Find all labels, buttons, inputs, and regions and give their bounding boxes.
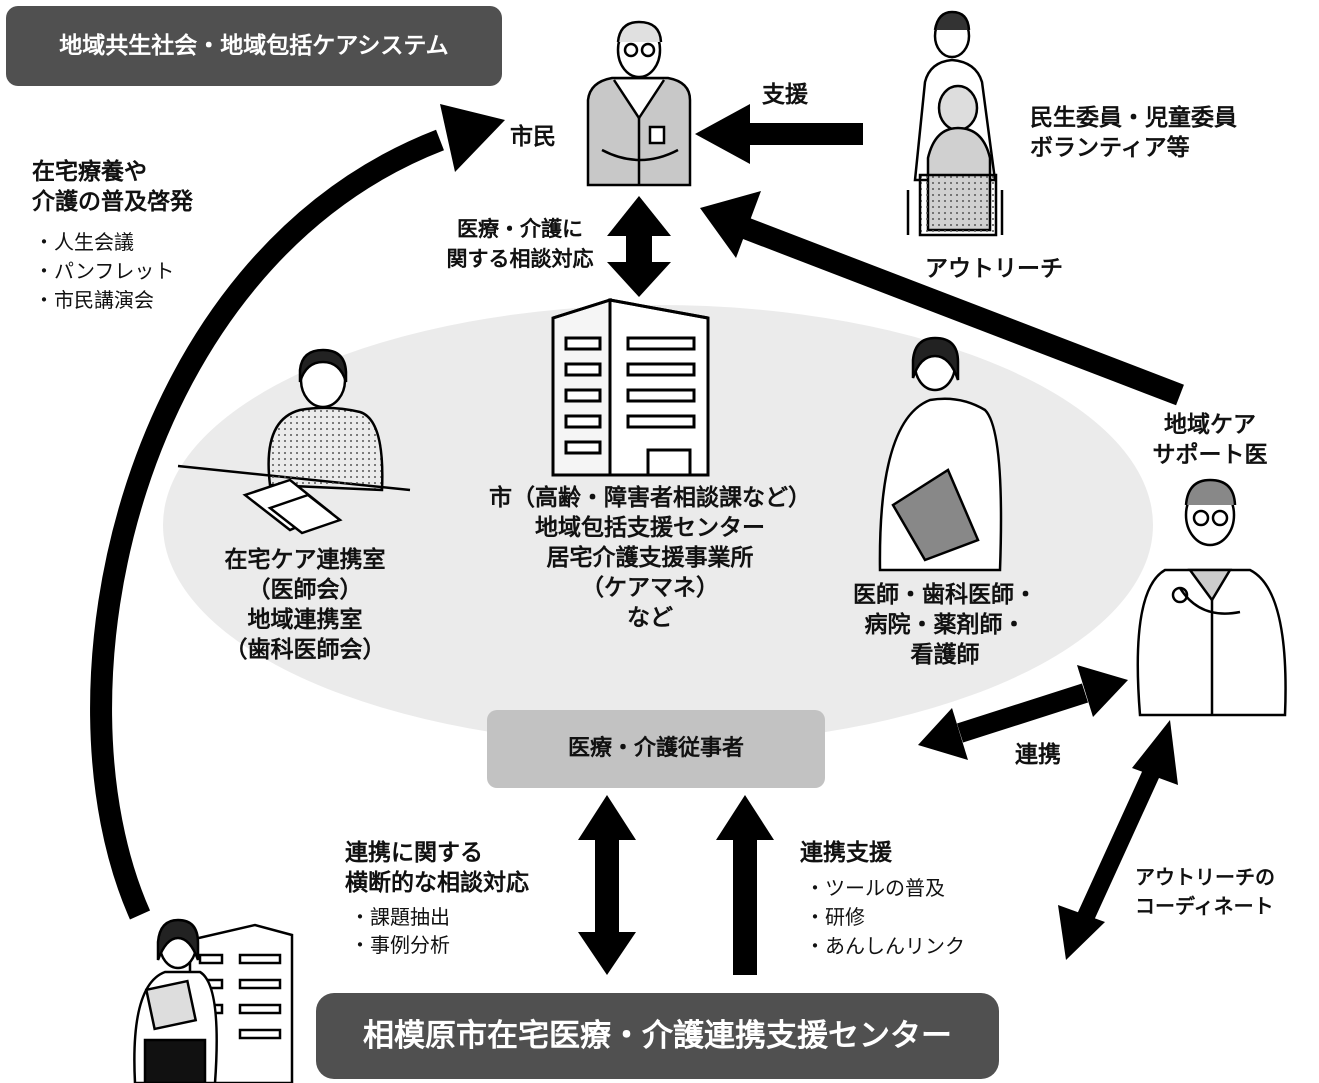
support-doctor-line-2: サポート医 (1152, 442, 1268, 468)
promotion-curve-arrow (90, 129, 444, 920)
care-network-ellipse (163, 305, 1153, 745)
right-org-line-3: 看護師 (910, 642, 980, 668)
coop-support-item-2: ・研修 (805, 905, 865, 929)
cooperation-double-arrow (918, 665, 1128, 760)
title-text: 地域共生社会・地域包括ケアシステム (59, 33, 449, 59)
support-doctor-figure (1136, 478, 1287, 717)
outreach-coord-line-1: アウトリーチの (1135, 865, 1275, 889)
promo-item-1: ・人生会議 (34, 230, 134, 254)
promotion-arrowhead (440, 104, 505, 172)
volunteer-line-2: ボランティア等 (1030, 135, 1190, 161)
cross-consult-heading-2: 横断的な相談対応 (345, 870, 529, 896)
volunteer-line-1: 民生委員・児童委員 (1030, 105, 1237, 131)
left-org-line-3: 地域連携室 (247, 607, 363, 633)
promo-item-3: ・市民講演会 (34, 288, 154, 312)
volunteer-figure (906, 10, 1004, 237)
consult-double-arrow (607, 196, 671, 297)
citizen-label: 市民 (510, 124, 556, 150)
consult-line-2: 関する相談対応 (446, 247, 594, 271)
center-org-line-2: 地域包括支援センター (535, 515, 765, 541)
coop-support-item-1: ・ツールの普及 (805, 876, 945, 900)
coop-support-item-3: ・あんしんリンク (805, 934, 965, 958)
coop-support-heading: 連携支援 (800, 840, 892, 866)
right-org-line-2: 病院・薬剤師・ (864, 612, 1026, 638)
outreach-coord-double-arrow (1058, 720, 1178, 960)
promo-item-2: ・パンフレット (34, 259, 175, 283)
center-org-line-3: 居宅介護支援事業所 (546, 545, 754, 571)
left-org-line-2: （医師会） (247, 577, 363, 603)
outreach-label: アウトリーチ (925, 256, 1063, 282)
cross-consult-heading-1: 連携に関する (345, 840, 483, 866)
cross-consult-double-arrow (578, 795, 636, 975)
promo-heading-2: 介護の普及啓発 (32, 189, 193, 215)
office-building (551, 297, 710, 477)
title-banner (6, 6, 502, 86)
support-label: 支援 (762, 82, 808, 108)
left-org-line-4: （歯科医師会） (224, 637, 386, 663)
center-staff-figure (133, 918, 294, 1083)
left-org-line-1: 在宅ケア連携室 (224, 547, 386, 573)
cooperation-label: 連携 (1015, 742, 1061, 768)
support-center-box (316, 993, 999, 1079)
coop-support-up-arrow (716, 795, 774, 975)
support-doctor-line-1: 地域ケア (1164, 412, 1256, 438)
citizen-figure (586, 20, 692, 187)
support-arrow (695, 104, 863, 164)
staff-box-label: 医療・介護従事者 (567, 736, 744, 761)
center-org-line-1: 市（高齢・障害者相談課など） (489, 485, 811, 511)
cross-consult-item-1: ・課題抽出 (350, 905, 450, 929)
coordinator-figure (177, 348, 411, 535)
consult-line-1: 医療・介護に (457, 217, 583, 241)
female-doctor-figure (878, 336, 1003, 572)
cross-consult-item-2: ・事例分析 (350, 933, 450, 957)
center-org-line-5: など (627, 605, 673, 631)
promo-heading-1: 在宅療養や (32, 159, 147, 185)
outreach-coord-line-2: コーディネート (1135, 894, 1274, 918)
support-center-name: 相模原市在宅医療・介護連携支援センター (363, 1018, 952, 1054)
outreach-arrow (700, 191, 1184, 406)
staff-box (487, 710, 825, 788)
right-org-line-1: 医師・歯科医師・ (853, 582, 1037, 608)
center-org-line-4: （ケアマネ） (581, 575, 719, 601)
